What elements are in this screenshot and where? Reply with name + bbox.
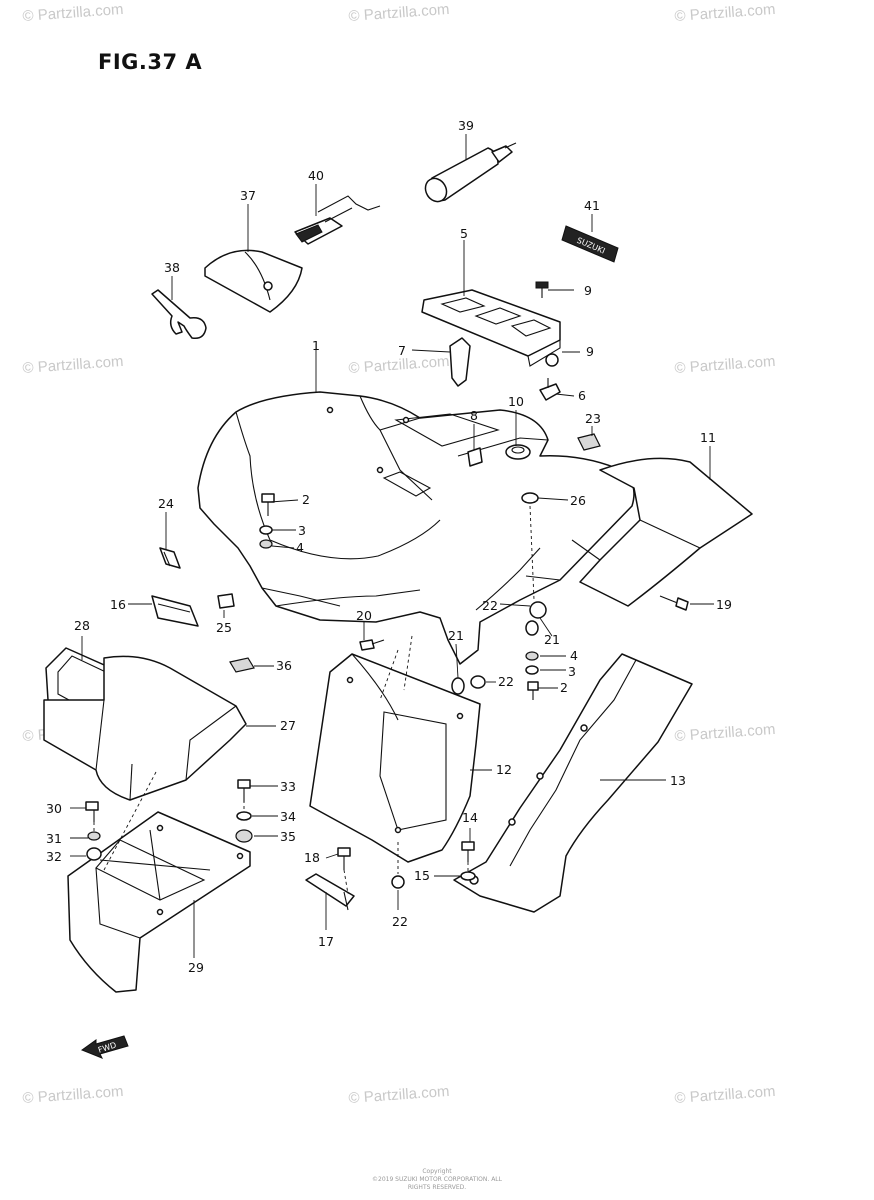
part-25-pad[interactable] [217,593,235,609]
part-label-38: 38 [164,260,180,275]
part-13-guard[interactable] [453,653,693,913]
part-label-17: 17 [318,934,334,949]
part-label-4a: 4 [296,540,304,555]
part-label-9a: 9 [584,283,592,298]
part-27-case[interactable] [43,655,247,801]
part-label-32: 32 [46,849,62,864]
part-label-14: 14 [462,810,478,825]
part-label-21a: 21 [544,632,560,647]
part-label-23: 23 [585,411,601,426]
part-40-latch[interactable] [294,195,381,245]
part-label-6: 6 [578,388,586,403]
part-labels: 39 40 37 38 41 5 9 9 7 6 1 8 10 23 11 2 … [46,118,732,975]
part-label-31: 31 [46,831,62,846]
leader-lines [70,134,714,958]
part-5-rack[interactable] [421,289,561,367]
part-label-4b: 4 [570,648,578,663]
part-24-pad[interactable] [159,547,181,569]
part-7-bracket[interactable] [449,337,471,387]
part-label-2a: 2 [302,492,310,507]
part-label-1: 1 [312,338,320,353]
part-12-panel[interactable] [309,653,481,863]
part-label-11: 11 [700,430,716,445]
part-label-40: 40 [308,168,324,183]
part-label-34: 34 [280,809,296,824]
copyright-line: ©2019 SUZUKI MOTOR CORPORATION. ALL RIGH… [372,1176,502,1191]
figure-title: FIG.37 A [98,50,203,74]
part-label-3b: 3 [568,664,576,679]
part-36-pad[interactable] [229,657,255,673]
fwd-arrow: FWD [80,1035,129,1059]
part-label-7: 7 [398,343,406,358]
fasteners [85,281,689,889]
part-37-pouch[interactable] [204,249,303,313]
part-label-26: 26 [570,493,586,508]
part-label-3a: 3 [298,523,306,538]
part-label-41: 41 [584,198,600,213]
part-10-cap[interactable] [505,444,531,460]
part-23-pad[interactable] [577,433,601,451]
part-label-22a: 22 [482,598,498,613]
part-label-10: 10 [508,394,524,409]
part-label-5: 5 [460,226,468,241]
part-label-29: 29 [188,960,204,975]
part-label-30: 30 [46,801,62,816]
part-label-22b: 22 [498,674,514,689]
part-label-24: 24 [158,496,174,511]
part-16-pad[interactable] [151,595,199,627]
alignment-lines [93,505,535,895]
part-label-37: 37 [240,188,256,203]
part-label-13: 13 [670,773,686,788]
part-label-27: 27 [280,718,296,733]
part-label-15: 15 [414,868,430,883]
part-17-bracket[interactable] [305,873,355,911]
part-label-25: 25 [216,620,232,635]
part-label-8: 8 [470,408,478,423]
part-8-rubber[interactable] [467,447,483,467]
part-label-28: 28 [74,618,90,633]
part-label-20: 20 [356,608,372,623]
part-label-9b: 9 [586,344,594,359]
part-6-bracket[interactable] [539,378,561,401]
part-label-36: 36 [276,658,292,673]
part-label-12: 12 [496,762,512,777]
part-label-22c: 22 [392,914,408,929]
copyright-note: Copyright ©2019 SUZUKI MOTOR CORPORATION… [370,1168,504,1192]
part-label-2b: 2 [560,680,568,695]
part-label-19: 19 [716,597,732,612]
part-38-wrench[interactable] [151,289,207,340]
part-1-rear-fender[interactable] [197,391,635,665]
part-11-flap[interactable] [571,457,753,607]
part-39-grip[interactable] [421,142,517,205]
part-label-39: 39 [458,118,474,133]
part-label-16: 16 [110,597,126,612]
part-label-18: 18 [304,850,320,865]
part-label-21b: 21 [448,628,464,643]
part-41-decal[interactable]: SUZUKI [561,225,619,263]
part-label-35: 35 [280,829,296,844]
copyright-line: Copyright [422,1168,452,1175]
part-label-33: 33 [280,779,296,794]
part-29-tray[interactable] [67,811,251,993]
